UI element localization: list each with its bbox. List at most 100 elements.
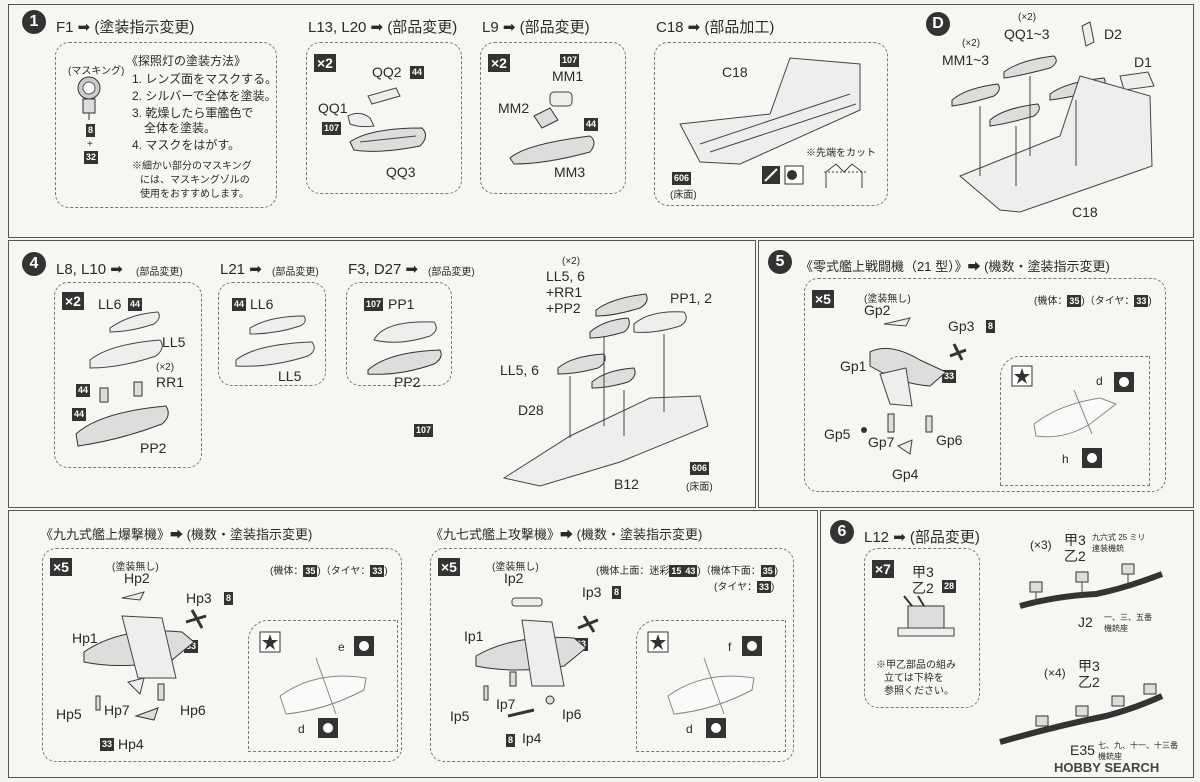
step5-unpainted: (塗装無し) xyxy=(864,294,911,305)
marking-d-label-97: d xyxy=(686,722,693,736)
step99-color-note: (機体：35)（タイヤ：33) xyxy=(270,562,388,577)
asm-pp12-label: PP1, 2 xyxy=(670,290,713,306)
l21-sub: (部品変更) xyxy=(272,267,319,278)
step-letter-d: D xyxy=(926,12,950,36)
step97-header: 《九七式艦上攻撃機》➡ (機数・塗装指示変更) xyxy=(430,527,703,542)
l9-box xyxy=(480,42,626,194)
d-mm-count: (×2) xyxy=(962,38,981,49)
step4-assembly-drawing xyxy=(502,293,709,487)
hp4-label: Hp4 xyxy=(118,736,144,752)
masking-note-2: には、マスキングゾルの xyxy=(140,175,250,186)
hinomaru-icon-d xyxy=(1114,372,1134,392)
step5-color-mid: )（タイヤ： xyxy=(1081,296,1135,307)
l21-ll6-badge: 44 xyxy=(232,298,247,311)
watermark: HOBBY SEARCH xyxy=(1054,760,1160,775)
marking-h-label: h xyxy=(1062,452,1069,466)
plus-sign: + xyxy=(87,139,93,150)
hinomaru-icon-d-97 xyxy=(706,718,726,738)
searchlight-box xyxy=(55,42,277,208)
asm-ll56-label: LL5, 6 xyxy=(546,268,585,284)
masking-label: (マスキング) xyxy=(68,66,125,77)
step4-606-badge: 606 xyxy=(690,462,710,475)
b12-label: B12 xyxy=(614,476,639,492)
step5-marking-box xyxy=(1000,356,1150,486)
step4-badge-107: 107 xyxy=(414,424,434,437)
hp3-badge: 8 xyxy=(224,592,234,605)
searchlight-icon xyxy=(77,76,101,120)
hp5-label: Hp5 xyxy=(56,706,82,722)
gp5-label: Gp5 xyxy=(824,426,851,442)
cut-tool-icon xyxy=(762,165,804,185)
l8-badge-44a: 44 xyxy=(76,384,91,397)
step6-header: L12 ➡ (部品変更) xyxy=(864,529,980,546)
step5-badge-33: 33 xyxy=(942,370,957,383)
j2-drawing xyxy=(1019,563,1164,609)
step-number-5: 5 xyxy=(768,250,792,274)
star-icon-97 xyxy=(647,631,669,653)
c18-floor-label: (床面) xyxy=(670,190,697,201)
cut-note: ※先端をカット xyxy=(806,148,876,159)
qq3-label: QQ3 xyxy=(386,164,416,180)
mm3-label: MM3 xyxy=(554,164,586,180)
step5-box xyxy=(804,278,1166,492)
step97-color-end: ) xyxy=(774,566,779,577)
step6-note-3: 参照ください。 xyxy=(884,686,954,697)
asm-pp2-label: +PP2 xyxy=(546,300,581,316)
c18-deck-drawing xyxy=(679,57,861,165)
step99-color-mid: )（タイヤ： xyxy=(317,566,371,577)
hp1-label: Hp1 xyxy=(72,630,98,646)
qq2-badge: 44 xyxy=(410,66,425,79)
step6-r2-otsu2: 乙2 xyxy=(1078,674,1100,690)
type99-bomber-drawing xyxy=(83,591,207,721)
ip4-badge: 8 xyxy=(506,734,516,747)
searchlight-step-3: 3. 乾燥したら軍艦色で xyxy=(132,106,254,120)
mm-boat-drawing xyxy=(509,91,595,165)
l21-header: L21 ➡ xyxy=(220,261,262,278)
l9-count-badge: ×2 xyxy=(488,54,510,72)
hp3-label: Hp3 xyxy=(186,590,212,606)
mm2-label: MM2 xyxy=(498,100,530,116)
step6-box xyxy=(864,548,980,708)
gp1-label: Gp1 xyxy=(840,358,867,374)
gp2-label: Gp2 xyxy=(864,302,891,318)
gp4-label: Gp4 xyxy=(892,466,919,482)
hp2-label: Hp2 xyxy=(124,570,150,586)
c18-header: C18 ➡ (部品加工) xyxy=(656,19,775,36)
f3-box xyxy=(346,282,452,386)
asm-ll56b-label: LL5, 6 xyxy=(500,362,539,378)
l9-header: L9 ➡ (部品変更) xyxy=(482,19,590,36)
step99-header: 《九九式艦上爆撃機》➡ (機数・塗装指示変更) xyxy=(40,527,313,542)
star-icon xyxy=(1011,365,1033,387)
step97-tire-prefix: (タイヤ： xyxy=(714,582,758,593)
ip3-label: Ip3 xyxy=(582,584,602,600)
step97-unpainted: (塗装無し) xyxy=(492,562,539,573)
d-assembly-drawing xyxy=(951,21,1155,213)
ip5-label: Ip5 xyxy=(450,708,470,724)
marking-d-label-99: d xyxy=(298,722,305,736)
rr1-count: (×2) xyxy=(156,362,175,373)
ip7-label: Ip7 xyxy=(496,696,516,712)
step97-tire-badge: 33 xyxy=(757,581,772,593)
j2-note-2: 機銃座 xyxy=(1104,624,1128,633)
searchlight-step-2: 2. シルバーで全体を塗装。 xyxy=(132,89,277,103)
step97-tire-end: ) xyxy=(771,582,775,593)
f3-sub: (部品変更) xyxy=(428,267,475,278)
f3-boats-drawing xyxy=(367,321,442,375)
l8-header: L8, L10 ➡ xyxy=(56,261,123,278)
step97-color-badge-43: 43 xyxy=(683,565,698,577)
f3-header: F3, D27 ➡ xyxy=(348,261,419,278)
color-badge-8: 8 xyxy=(86,124,96,137)
hinomaru-icon-h xyxy=(1082,448,1102,468)
d-d1-label: D1 xyxy=(1134,54,1152,70)
step6-note-1: ※甲乙部品の組み xyxy=(876,660,956,671)
d28-label: D28 xyxy=(518,402,544,418)
step-number-4: 4 xyxy=(22,252,46,276)
mm3-badge: 44 xyxy=(584,118,599,131)
searchlight-title: 《探照灯の塗装方法》 xyxy=(126,54,247,68)
qq-boat-drawing xyxy=(347,87,426,152)
ll5-label: LL5 xyxy=(162,334,186,350)
step5-color-badge-35: 35 xyxy=(1067,295,1082,307)
rr1-label: RR1 xyxy=(156,374,185,390)
l13-header: L13, L20 ➡ (部品変更) xyxy=(308,19,458,36)
zero-fighter-drawing xyxy=(861,317,967,455)
